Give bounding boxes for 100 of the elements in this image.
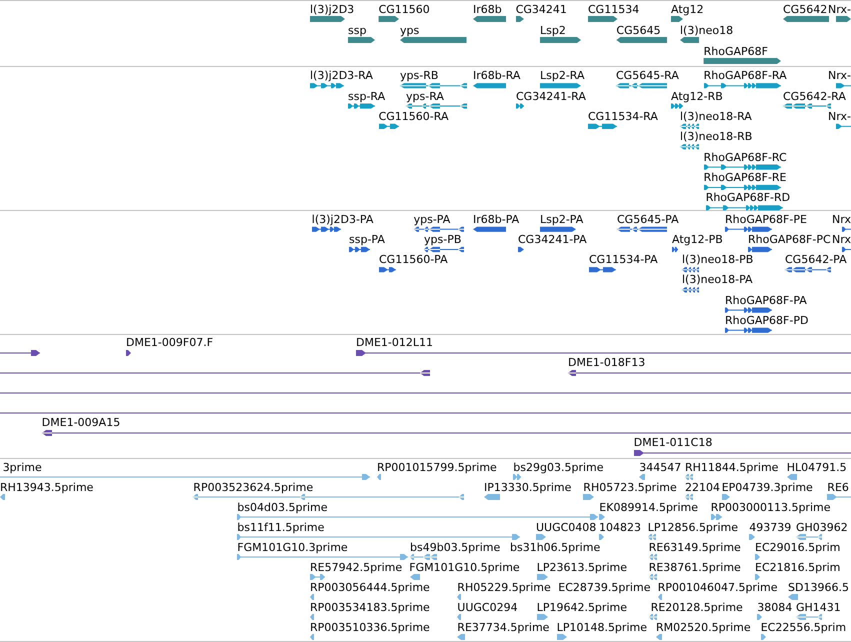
transcript-label: Nrx-: [828, 110, 851, 123]
clone-label: DME1-009A15: [42, 416, 120, 428]
protein-label: l(3)neo18-PB: [682, 253, 754, 266]
read-label: RM02520.5prime: [656, 620, 751, 634]
gene-label: Lsp2: [540, 24, 566, 36]
read-label: RE6: [827, 480, 849, 494]
read-label: RE20128.5prime: [650, 600, 743, 614]
protein-label: CG11560-PA: [379, 253, 448, 266]
read-label: bs04d03.5prime: [237, 500, 328, 514]
read-label: RE38761.5prime: [648, 560, 741, 574]
read-label: RH13943.5prime: [0, 480, 94, 494]
protein-label: Ir68b-PA: [473, 212, 520, 226]
read-label: RP003534183.5prime: [310, 600, 430, 614]
read-label: IP13330.5prime: [484, 480, 572, 494]
transcript-label: CG5642-RA: [783, 90, 846, 103]
read-label: HL04791.5: [786, 460, 847, 474]
read-label: LP19642.5prime: [536, 600, 627, 614]
protein-label: Atg12-PB: [672, 233, 723, 246]
read-label: EP04739.3prime: [722, 480, 813, 494]
transcript-label: RhoGAP68F-RD: [706, 191, 790, 204]
gene-label: Atg12: [671, 2, 704, 16]
transcript-label: l(3)neo18-RA: [680, 110, 752, 123]
read-label: LP23613.5prime: [536, 560, 627, 574]
transcript-label: CG5645-RA: [616, 69, 679, 82]
transcript-label: Lsp2-RA: [540, 69, 585, 82]
read-label: bs49b03.5prime: [410, 540, 500, 554]
read-label: RP001015799.5prime: [377, 460, 497, 474]
transcript-label: CG11560-RA: [378, 110, 448, 123]
gene-label: yps: [400, 24, 420, 36]
transcript-label: yps-RA: [406, 90, 444, 103]
protein-label: RhoGAP68F-PC: [748, 233, 831, 246]
transcript-label: yps-RB: [400, 69, 438, 82]
gene-label: CG5645: [616, 24, 661, 36]
protein-label: l(3)j2D3-PA: [312, 212, 374, 226]
protein-label: RhoGAP68F-PA: [725, 294, 807, 307]
read-label: RP001046047.5prime: [658, 580, 778, 594]
transcript-label: Ir68b-RA: [473, 69, 520, 82]
read-label: RE57942.5prime: [310, 560, 402, 574]
clone-label: DME1-018F13: [568, 356, 646, 368]
transcript-label: Atg12-RB: [671, 90, 723, 103]
read-label: RP003523624.5prime: [193, 480, 314, 494]
read-label: bs29g03.5prime: [513, 460, 604, 474]
read-label: EC21816.5prim: [755, 560, 840, 574]
transcript-label: ssp-RA: [348, 90, 386, 103]
protein-label: CG5645-PA: [617, 212, 679, 226]
read-label: GH1431: [796, 600, 841, 614]
transcript-label: CG34241-RA: [516, 90, 586, 103]
read-label: RH05723.5prime: [583, 480, 677, 494]
gene-label: CG11534: [588, 2, 640, 16]
read-label: UUGC0294: [457, 600, 518, 614]
read-label: RP003000113.5prime: [710, 500, 830, 514]
protein-label: Lsp2-PA: [540, 212, 584, 226]
protein-label: RhoGAP68F-PE: [725, 212, 807, 226]
read-label: RE37734.5prime: [457, 620, 550, 634]
protein-label: CG11534-PA: [589, 253, 658, 266]
transcript-label: RhoGAP68F-RC: [704, 150, 787, 164]
protein-label: yps-PA: [414, 212, 450, 226]
protein-label: Nrx: [832, 212, 851, 226]
read-label: UUGC0408: [536, 520, 596, 534]
read-label: RH11844.5prime: [685, 460, 778, 474]
read-label: FGM101G10.5prime: [409, 560, 520, 574]
gene-label: CG11560: [378, 2, 430, 16]
read-label: RE63149.5prime: [648, 540, 741, 554]
clone-label: DME1-011C18: [634, 436, 712, 448]
gene-label: Ir68b: [473, 2, 502, 16]
read-label: EK089914.5prime: [599, 500, 698, 514]
read-label: LP10148.5prime: [556, 620, 647, 634]
protein-label: CG34241-PA: [518, 233, 587, 246]
read-label: 22104: [685, 480, 720, 494]
read-label: RH05229.5prime: [457, 580, 551, 594]
read-label: EC22556.5prim: [760, 620, 846, 634]
protein-label: l(3)neo18-PA: [682, 273, 753, 286]
protein-label: yps-PB: [424, 233, 462, 246]
protein-label: ssp-PA: [349, 233, 385, 246]
gene-label: ssp: [348, 24, 366, 36]
protein-label: Nrx: [832, 233, 851, 246]
gene-label: Nrx-: [828, 2, 851, 16]
transcript-label: Nrx-: [828, 69, 851, 82]
transcript-label: l(3)j2D3-RA: [310, 69, 373, 82]
transcript-label: RhoGAP68F-RE: [704, 170, 787, 184]
transcript-label: CG11534-RA: [588, 110, 658, 123]
read-label: RP003510336.5prime: [310, 620, 430, 634]
read-label: 38084: [757, 600, 792, 614]
protein-label: RhoGAP68F-PD: [725, 314, 808, 327]
read-label: EC29016.5prim: [755, 540, 840, 554]
read-label: SD13966.5: [788, 580, 849, 594]
transcript-label: l(3)neo18-RB: [680, 130, 752, 144]
protein-label: CG5642-PA: [785, 253, 847, 266]
gene-label: RhoGAP68F: [704, 44, 768, 58]
gene-label: CG5642: [783, 2, 828, 16]
read-label: EC28739.5prime: [558, 580, 650, 594]
read-label: 344547: [639, 460, 682, 474]
read-label: 493739: [749, 520, 792, 534]
read-label: GH03962: [796, 520, 848, 534]
read-label: RP003056444.5prime: [310, 580, 430, 594]
gene-label: l(3)j2D3: [310, 2, 354, 16]
clone-label: DME1-012L11: [356, 336, 433, 348]
clone-label: DME1-009F07.F: [126, 336, 214, 348]
read-label: 104823: [599, 520, 641, 534]
read-label: bs31h06.5prime: [510, 540, 600, 554]
